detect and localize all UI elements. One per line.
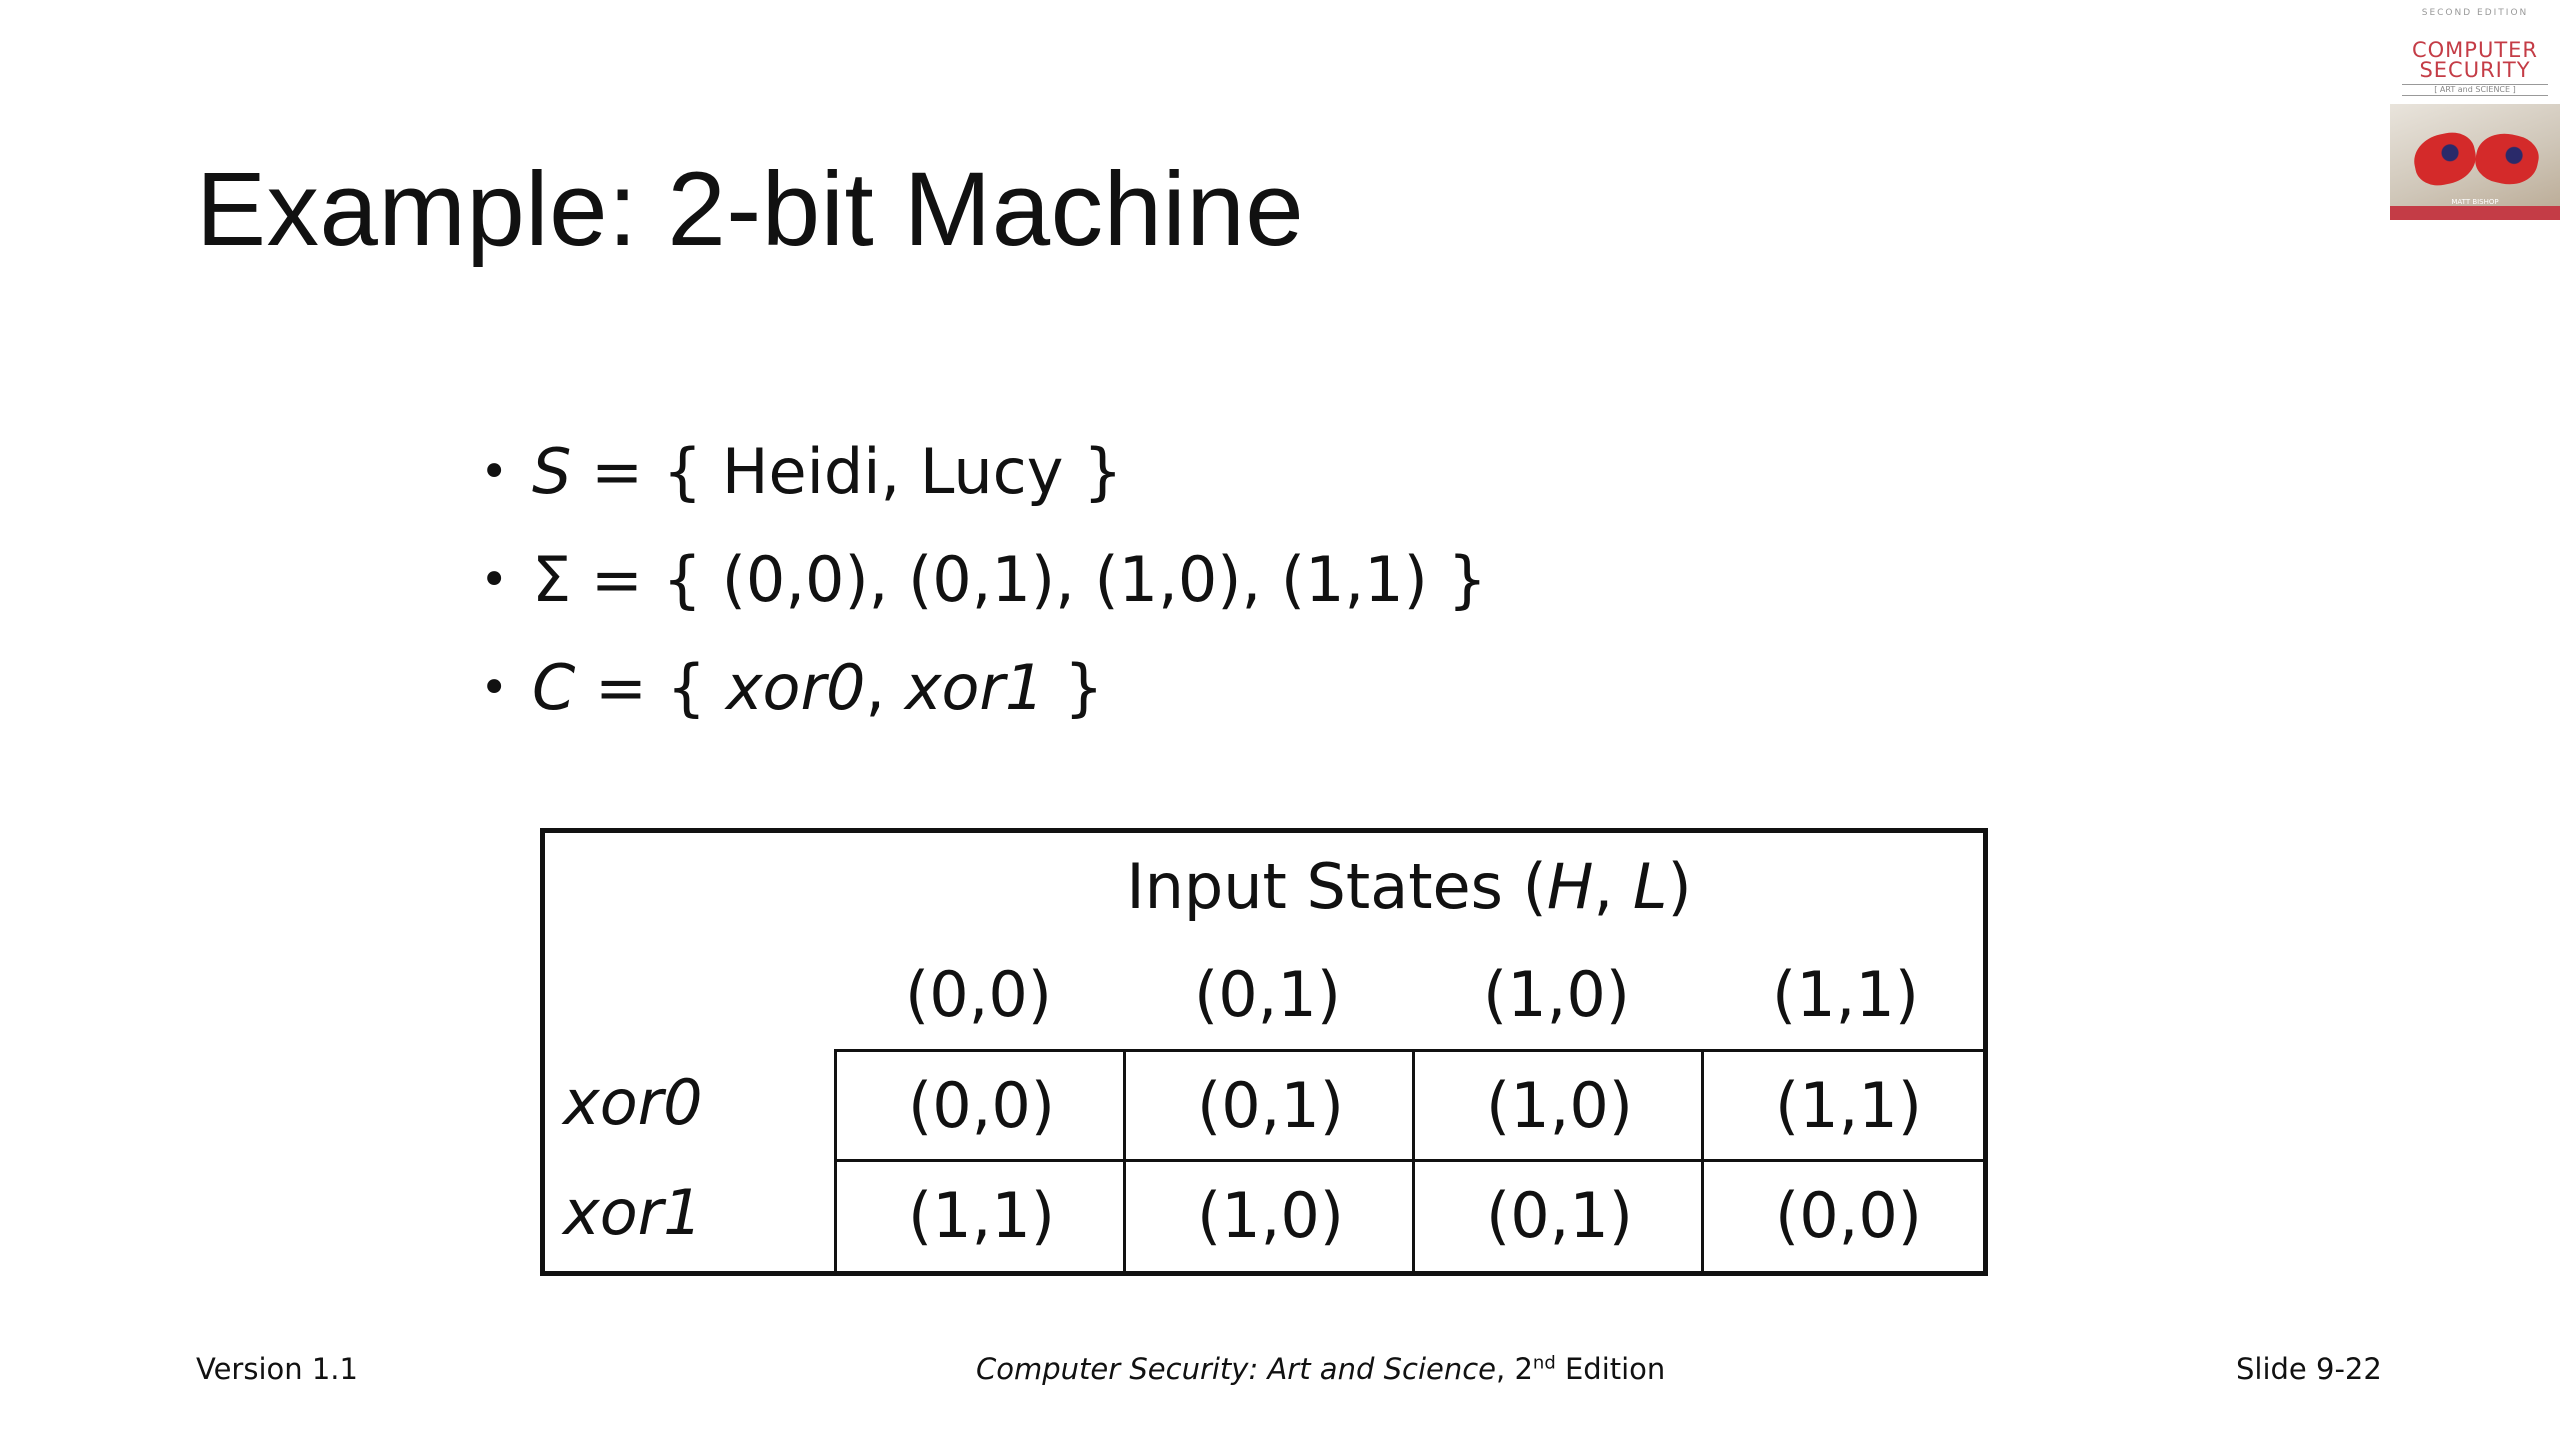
bullet-dot-icon: • [480,552,509,608]
header-prefix: Input States ( [1126,850,1547,923]
header-suffix: ) [1667,850,1692,923]
cover-author: MATT BISHOP [2451,198,2499,206]
header-sep: , [1593,850,1633,923]
table-cell: (0,0) [1775,1179,1922,1252]
footer-version: Version 1.1 [196,1352,358,1386]
bullet-var-c: C [532,651,576,724]
cover-title-line2: SECURITY [2419,58,2531,82]
butterfly-left-wing [2409,128,2481,190]
row-label-xor1: xor1 [563,1176,703,1249]
butterfly-right-wing [2471,128,2543,190]
bullet-text-sep: , [865,651,905,724]
cover-butterfly-art: MATT BISHOP [2390,104,2560,220]
table-cell: (1,1) [908,1179,1055,1252]
header-l: L [1632,850,1668,923]
column-header: (0,0) [905,958,1052,1031]
footer-edition-num: , 2 [1496,1352,1533,1386]
footer-edition-sup: nd [1532,1352,1556,1374]
column-header: (1,0) [1483,958,1630,1031]
grid-divider [837,1159,1983,1162]
bullet-item-commands: • C = { xor0, xor1 } [480,634,1487,742]
bullet-text-close: } [1044,651,1104,724]
cover-edition: SECOND EDITION [2421,8,2529,18]
bullet-list: • S = { Heidi, Lucy } • Σ = { (0,0), (0,1)… [480,418,1487,742]
column-header: (0,1) [1194,958,1341,1031]
row-label-xor0: xor0 [563,1066,703,1139]
table-grid: (0,0) (0,1) (1,0) (1,1) (1,1) (1,0) (0,1… [834,1049,1983,1271]
table-cell: (0,0) [908,1069,1055,1142]
bullet-var-s: S [532,435,572,508]
bullet-dot-icon: • [480,660,509,716]
bullet-command-xor0: xor0 [725,651,866,724]
bullet-item-states: • Σ = { (0,0), (0,1), (1,0), (1,1) } [480,526,1487,634]
table-cell: (1,1) [1775,1069,1922,1142]
footer-edition-word: Edition [1555,1352,1666,1386]
bullet-item-subjects: • S = { Heidi, Lucy } [480,418,1487,526]
header-h: H [1546,850,1594,923]
book-cover-image: SECOND EDITION COMPUTER SECURITY [ ART a… [2390,8,2560,220]
cover-subtitle: [ ART and SCIENCE ] [2402,84,2548,96]
table-header-title: Input States (H, L) [835,833,1983,941]
footer-title-text: Computer Security: Art and Science [976,1352,1497,1386]
bullet-text-subjects: = { Heidi, Lucy } [571,435,1123,508]
footer-slide-number: Slide 9-22 [2236,1352,2382,1386]
bullet-var-sigma: Σ [532,543,572,616]
footer-book-title: Computer Security: Art and Science, 2nd … [976,1352,1665,1386]
cover-title: COMPUTER SECURITY [2390,38,2560,82]
table-cell: (0,1) [1197,1069,1344,1142]
table-cell: (1,0) [1197,1179,1344,1252]
cover-title-line1: COMPUTER [2411,38,2539,62]
bullet-command-xor1: xor1 [904,651,1045,724]
state-transition-table: Input States (H, L) (0,0) (0,1) (1,0) (1… [540,828,1988,1276]
column-header: (1,1) [1772,958,1919,1031]
table-cell: (0,1) [1486,1179,1633,1252]
table-cell: (1,0) [1486,1069,1633,1142]
slide-title: Example: 2-bit Machine [196,151,1305,268]
bullet-text-open: = { [575,651,726,724]
bullet-text-states: = { (0,0), (0,1), (1,0), (1,1) } [571,543,1488,616]
bullet-dot-icon: • [480,444,509,500]
cover-band [2390,206,2560,220]
